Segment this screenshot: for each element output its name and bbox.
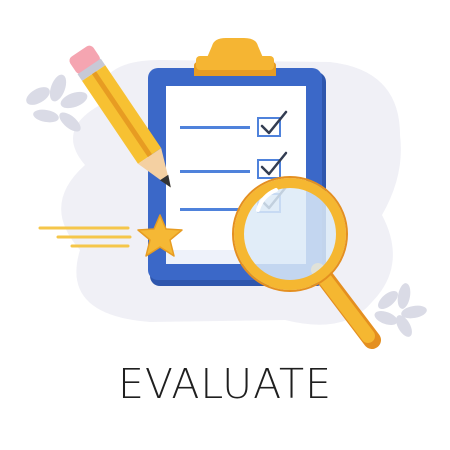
leaf-icon — [26, 74, 88, 132]
caption-title: EVALUATE — [117, 360, 332, 408]
clip-icon — [194, 38, 276, 76]
magnifying-glass-icon — [232, 176, 381, 349]
speed-lines — [38, 226, 132, 248]
star-icon — [137, 214, 183, 257]
pencil-icon — [69, 45, 171, 188]
leaf-icon — [374, 283, 427, 337]
